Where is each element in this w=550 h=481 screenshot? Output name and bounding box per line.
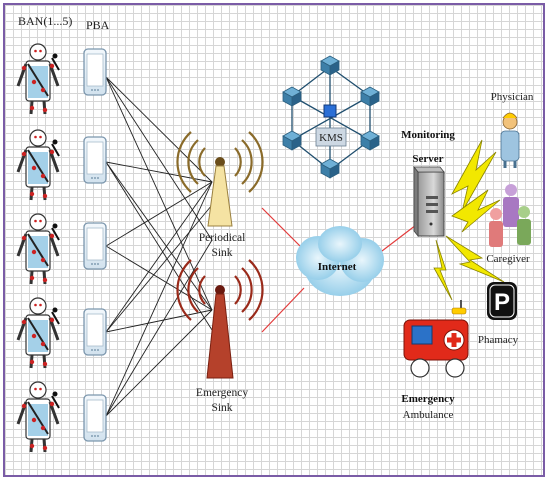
pharmacy-label: Phamacy bbox=[478, 334, 519, 346]
ban-person-2 bbox=[16, 128, 61, 202]
emergency-ambulance-label-2: Ambulance bbox=[403, 409, 454, 421]
caregiver-label: Caregiver bbox=[486, 253, 530, 265]
caregiver-icon bbox=[489, 184, 531, 247]
ban-label: BAN(1...5) bbox=[18, 14, 72, 28]
pba-phones bbox=[83, 48, 107, 442]
physician-icon bbox=[500, 112, 520, 168]
kms-label: KMS bbox=[319, 132, 343, 144]
kms-cube-right-top bbox=[360, 86, 380, 107]
pba-phone-1 bbox=[83, 48, 107, 96]
lightning-bolts bbox=[433, 139, 505, 301]
ban-person-4 bbox=[16, 296, 61, 370]
pba-phone-5 bbox=[83, 394, 107, 442]
periodical-sink-tower bbox=[176, 131, 264, 227]
monitoring-server-label-2: Server bbox=[412, 153, 443, 165]
kms-cube-bottom bbox=[320, 158, 340, 179]
emergency-sink-tower bbox=[176, 259, 264, 379]
monitoring-server-label-1: Monitoring bbox=[401, 129, 455, 141]
periodical-sink-label-1: Periodical bbox=[199, 232, 246, 244]
kms-cube-left-top bbox=[282, 86, 302, 107]
kms-cube-left-bottom bbox=[282, 130, 302, 151]
pba-phone-2 bbox=[83, 136, 107, 184]
pba-to-sink-links bbox=[105, 76, 213, 417]
pharmacy-icon bbox=[487, 282, 517, 320]
ban-persons bbox=[16, 42, 61, 454]
physician-label: Physician bbox=[491, 91, 534, 103]
internet-label: Internet bbox=[318, 261, 357, 273]
emergency-sink-label-2: Sink bbox=[211, 402, 232, 414]
periodical-sink-label-2: Sink bbox=[211, 247, 232, 259]
monitoring-server bbox=[413, 165, 445, 238]
red-links bbox=[261, 207, 421, 333]
internet-cloud bbox=[296, 226, 384, 296]
kms-network bbox=[282, 55, 380, 179]
pharmacy-sign-letter: P bbox=[494, 289, 510, 316]
pba-label: PBA bbox=[86, 18, 110, 32]
ambulance-icon bbox=[403, 300, 469, 378]
kms-cube-right-bottom bbox=[360, 130, 380, 151]
ban-person-3 bbox=[16, 212, 61, 286]
emergency-sink-label-1: Emergency bbox=[196, 387, 248, 399]
pba-phone-3 bbox=[83, 222, 107, 270]
emergency-ambulance-label-1: Emergency bbox=[401, 393, 455, 405]
ban-person-5 bbox=[16, 380, 61, 454]
ban-person-1 bbox=[16, 42, 61, 116]
pba-phone-4 bbox=[83, 308, 107, 356]
